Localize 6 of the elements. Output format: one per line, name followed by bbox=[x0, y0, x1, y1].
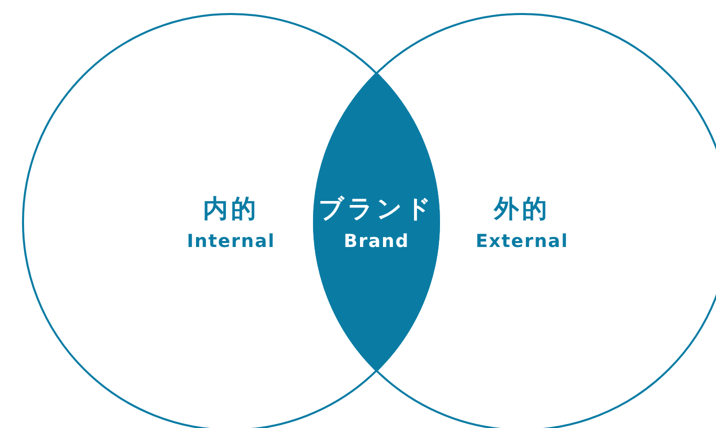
heading-text: ブランド bbox=[318, 193, 434, 225]
subheading-text: Brand bbox=[344, 231, 410, 252]
subheading-text: Internal bbox=[186, 231, 276, 252]
heading-text: 外的 bbox=[494, 193, 550, 225]
heading-text: 内的 bbox=[203, 193, 259, 225]
subheading-text: External bbox=[476, 231, 568, 252]
